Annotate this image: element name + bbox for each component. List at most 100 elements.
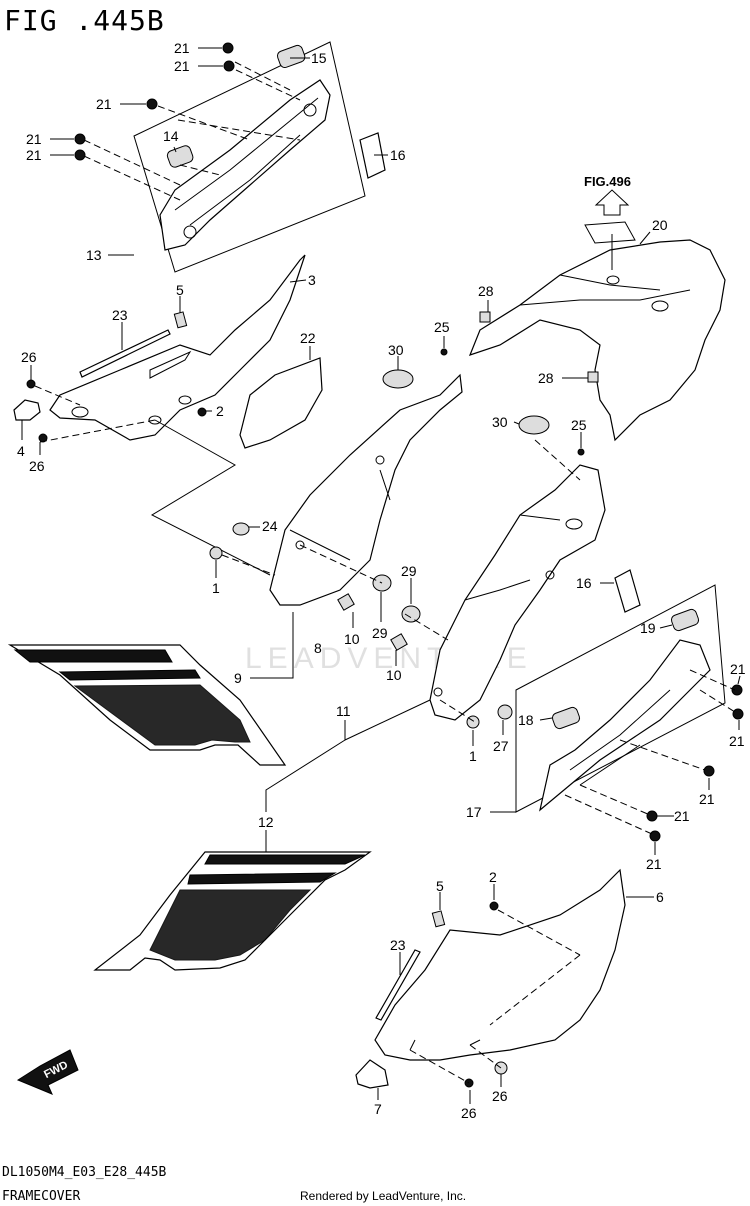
forward-arrow-icon	[16, 1049, 79, 1095]
callout-21: 21	[26, 147, 42, 163]
callout-21: 21	[729, 733, 745, 749]
callout-5: 5	[176, 282, 184, 298]
nut-24	[232, 522, 250, 536]
render-credit: Rendered by LeadVenture, Inc.	[300, 1189, 466, 1203]
callout-30: 30	[388, 342, 404, 358]
bolt-27	[497, 704, 513, 720]
screw-icon	[197, 407, 207, 417]
trim-strip-23a	[79, 329, 171, 378]
callout-19: 19	[640, 620, 656, 636]
lower-side-cover	[355, 868, 626, 1089]
screw-icon	[74, 149, 86, 161]
callout-29: 29	[372, 625, 388, 641]
callout-28: 28	[538, 370, 554, 386]
screw-icons-top	[74, 42, 235, 161]
screw-icon	[223, 60, 235, 72]
callout-26: 26	[21, 349, 37, 365]
grip-pad-19	[670, 608, 700, 632]
rear-cowl-20	[468, 239, 726, 442]
callout-2: 2	[489, 869, 497, 885]
trim-strip-23b	[375, 949, 421, 1021]
callout-18: 18	[518, 712, 534, 728]
grommet-1a	[209, 546, 223, 560]
callout-14: 14	[163, 128, 179, 144]
grommet-29b	[401, 605, 421, 623]
callout-17: 17	[466, 804, 482, 820]
leader-lines	[21, 47, 741, 1104]
side-frame-cover-8	[269, 373, 463, 606]
callout-10: 10	[344, 631, 360, 647]
callout-10: 10	[386, 667, 402, 683]
callout-13: 13	[86, 247, 102, 263]
figure-title: FIG .445B	[4, 4, 165, 37]
clip-5b	[431, 910, 446, 928]
nut-28a	[479, 311, 491, 323]
callout-4: 4	[17, 443, 25, 459]
callout-3: 3	[308, 272, 316, 288]
clip-10a	[337, 593, 355, 611]
callout-5: 5	[436, 878, 444, 894]
callout-2: 2	[216, 403, 224, 419]
callout-25: 25	[571, 417, 587, 433]
model-code: DL1050M4_E03_E28_445B	[2, 1165, 167, 1180]
callout-23: 23	[112, 307, 128, 323]
rear-grip-assembly-right	[515, 584, 744, 842]
left-frame-cover	[13, 254, 323, 576]
frame-cover-11	[390, 439, 641, 729]
reference-arrow: FIG.496	[584, 174, 636, 244]
callout-7: 7	[374, 1101, 382, 1117]
clip-10b	[390, 633, 408, 651]
rear-grip-assembly-left	[83, 41, 366, 273]
callout-24: 24	[262, 518, 278, 534]
decal-12	[93, 851, 372, 971]
screw-icon	[649, 830, 661, 842]
screw-icon	[731, 684, 743, 696]
callout-1: 1	[212, 580, 220, 596]
callout-20: 20	[652, 217, 668, 233]
callout-16: 16	[576, 575, 592, 591]
screw-icon	[646, 810, 658, 822]
screw-icon	[146, 98, 158, 110]
grommet-30b	[518, 415, 550, 435]
callout-8: 8	[314, 640, 322, 656]
callout-28: 28	[478, 283, 494, 299]
side-frame-cover-11	[429, 464, 606, 721]
callout-26: 26	[461, 1105, 477, 1121]
callout-9: 9	[234, 670, 242, 686]
callout-26: 26	[29, 458, 45, 474]
grip-bracket-13	[159, 79, 331, 251]
callout-21: 21	[96, 96, 112, 112]
rubber-mount-16a	[359, 132, 386, 179]
screw-icon	[489, 901, 499, 911]
grip-pad-14	[166, 145, 194, 168]
callout-26: 26	[492, 1088, 508, 1104]
clip-5a	[173, 311, 188, 329]
callout-16: 16	[390, 147, 406, 163]
decal-9	[7, 644, 287, 766]
callout-30: 30	[492, 414, 508, 430]
callout-21: 21	[174, 58, 190, 74]
callout-27: 27	[493, 738, 509, 754]
callout-29: 29	[401, 563, 417, 579]
screw-icon	[222, 42, 234, 54]
cap-4	[13, 399, 41, 421]
fwd-arrow: FWD	[16, 1049, 79, 1095]
screw-icon	[577, 448, 585, 456]
grip-pad-18	[551, 706, 581, 730]
frame-cover-4	[49, 254, 306, 441]
callout-15: 15	[311, 50, 327, 66]
rubber-mount-16b	[614, 569, 641, 613]
cap-7	[355, 1059, 389, 1089]
callout-25: 25	[434, 319, 450, 335]
nut-28b	[587, 371, 599, 383]
seat-cowl-20	[468, 239, 726, 442]
callout-1: 1	[469, 748, 477, 764]
screw-icon	[440, 348, 448, 356]
assembly-box-17	[515, 584, 726, 813]
section-name: FRAMECOVER	[2, 1189, 80, 1204]
callout-21: 21	[674, 808, 690, 824]
side-cover-6	[374, 868, 626, 1061]
grommet-30a	[382, 369, 414, 389]
callout-11: 11	[336, 703, 351, 719]
